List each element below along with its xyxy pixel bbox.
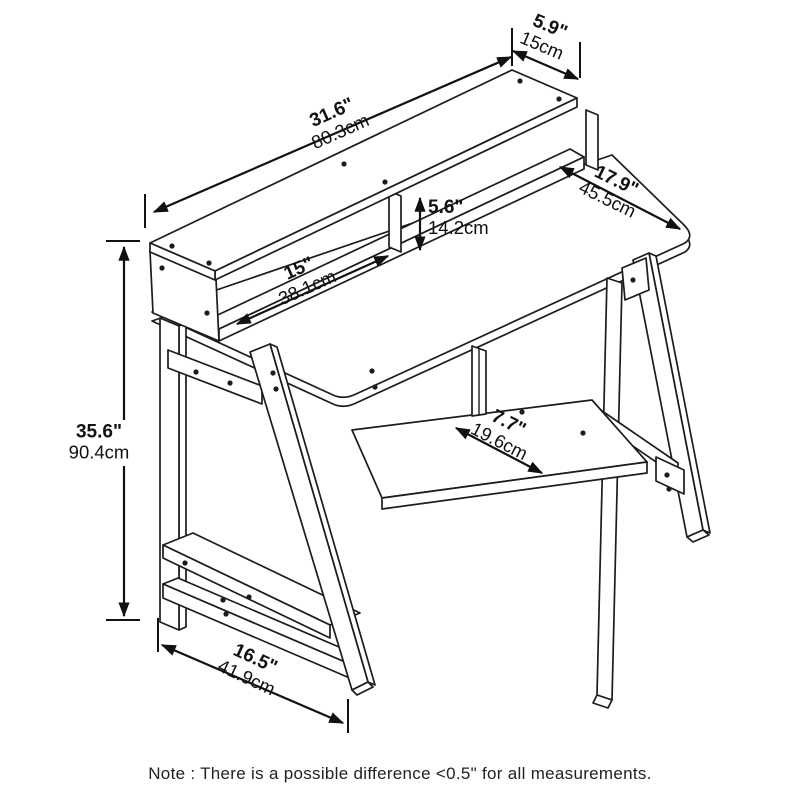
right-leg-frame — [592, 252, 711, 709]
left-leg-frame — [159, 317, 376, 696]
desktop — [151, 154, 691, 408]
dimension-lines — [106, 28, 682, 733]
dim-hutch-height-label: 5.6" 14.2cm — [428, 198, 489, 237]
dim-value-inches: 35.6" — [75, 421, 122, 443]
note-text: Note : There is a possible difference <0… — [148, 764, 652, 783]
dim-value-inches: 5.6" — [428, 197, 464, 218]
dim-value-cm: 90.4cm — [68, 441, 130, 463]
dim-overall-height-label: 35.6" 90.4cm — [68, 421, 130, 463]
dim-value-cm: 14.2cm — [428, 216, 489, 238]
